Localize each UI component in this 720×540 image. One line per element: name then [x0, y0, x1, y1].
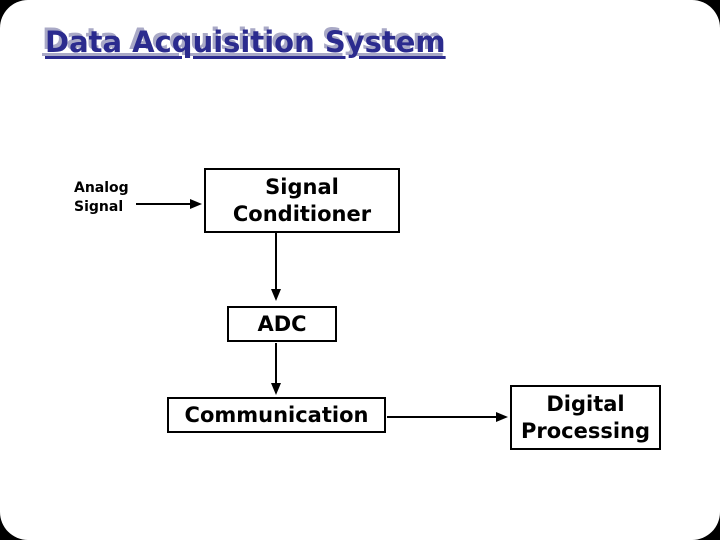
slide-title: Data Acquisition System [45, 25, 446, 59]
node-signal-conditioner: Signal Conditioner [204, 168, 400, 233]
node-adc-label: ADC [257, 311, 307, 336]
node-digital-processing: Digital Processing [510, 385, 661, 450]
node-adc: ADC [227, 306, 337, 342]
arrow-adc-to-communication [271, 343, 281, 395]
analog-signal-label-line2: Signal [74, 199, 124, 215]
node-digital-processing-label: Digital Processing [520, 391, 651, 443]
arrow-communication-to-digital-processing [387, 412, 508, 422]
node-communication-label: Communication [184, 402, 369, 427]
node-communication: Communication [167, 397, 386, 433]
arrow-analog-to-signal-conditioner [136, 199, 202, 209]
arrow-signal-conditioner-to-adc [271, 233, 281, 301]
analog-signal-label: Analog Signal [74, 179, 129, 217]
analog-signal-label-line1: Analog [74, 180, 129, 196]
node-signal-conditioner-label: Signal Conditioner [232, 174, 372, 226]
